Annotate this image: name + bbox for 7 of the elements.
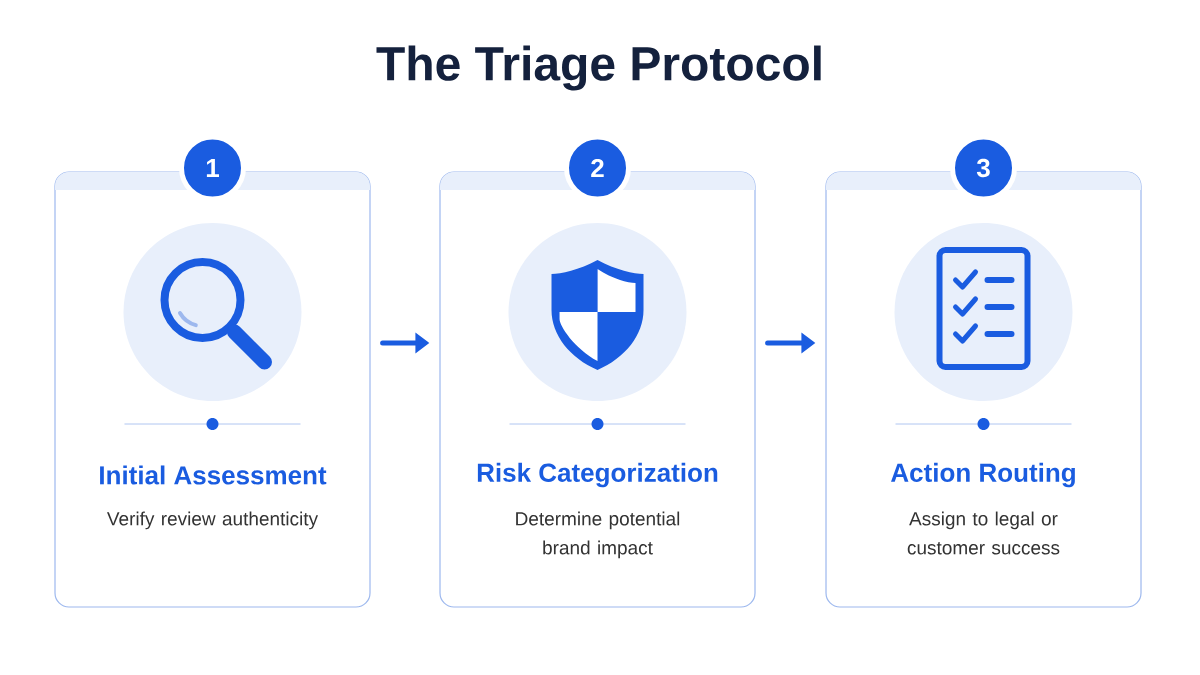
step-title: Action Routing [891,462,1075,488]
step-description: Determine potential brand impact [516,511,680,559]
step-title: Initial Assessment [100,465,327,485]
step-description: Assign to legal or customer success [907,511,1060,555]
title: The Triage Protocol [376,45,821,91]
step-title: Risk Categorization [477,462,718,488]
step-description: Verify review authenticity [107,511,318,530]
